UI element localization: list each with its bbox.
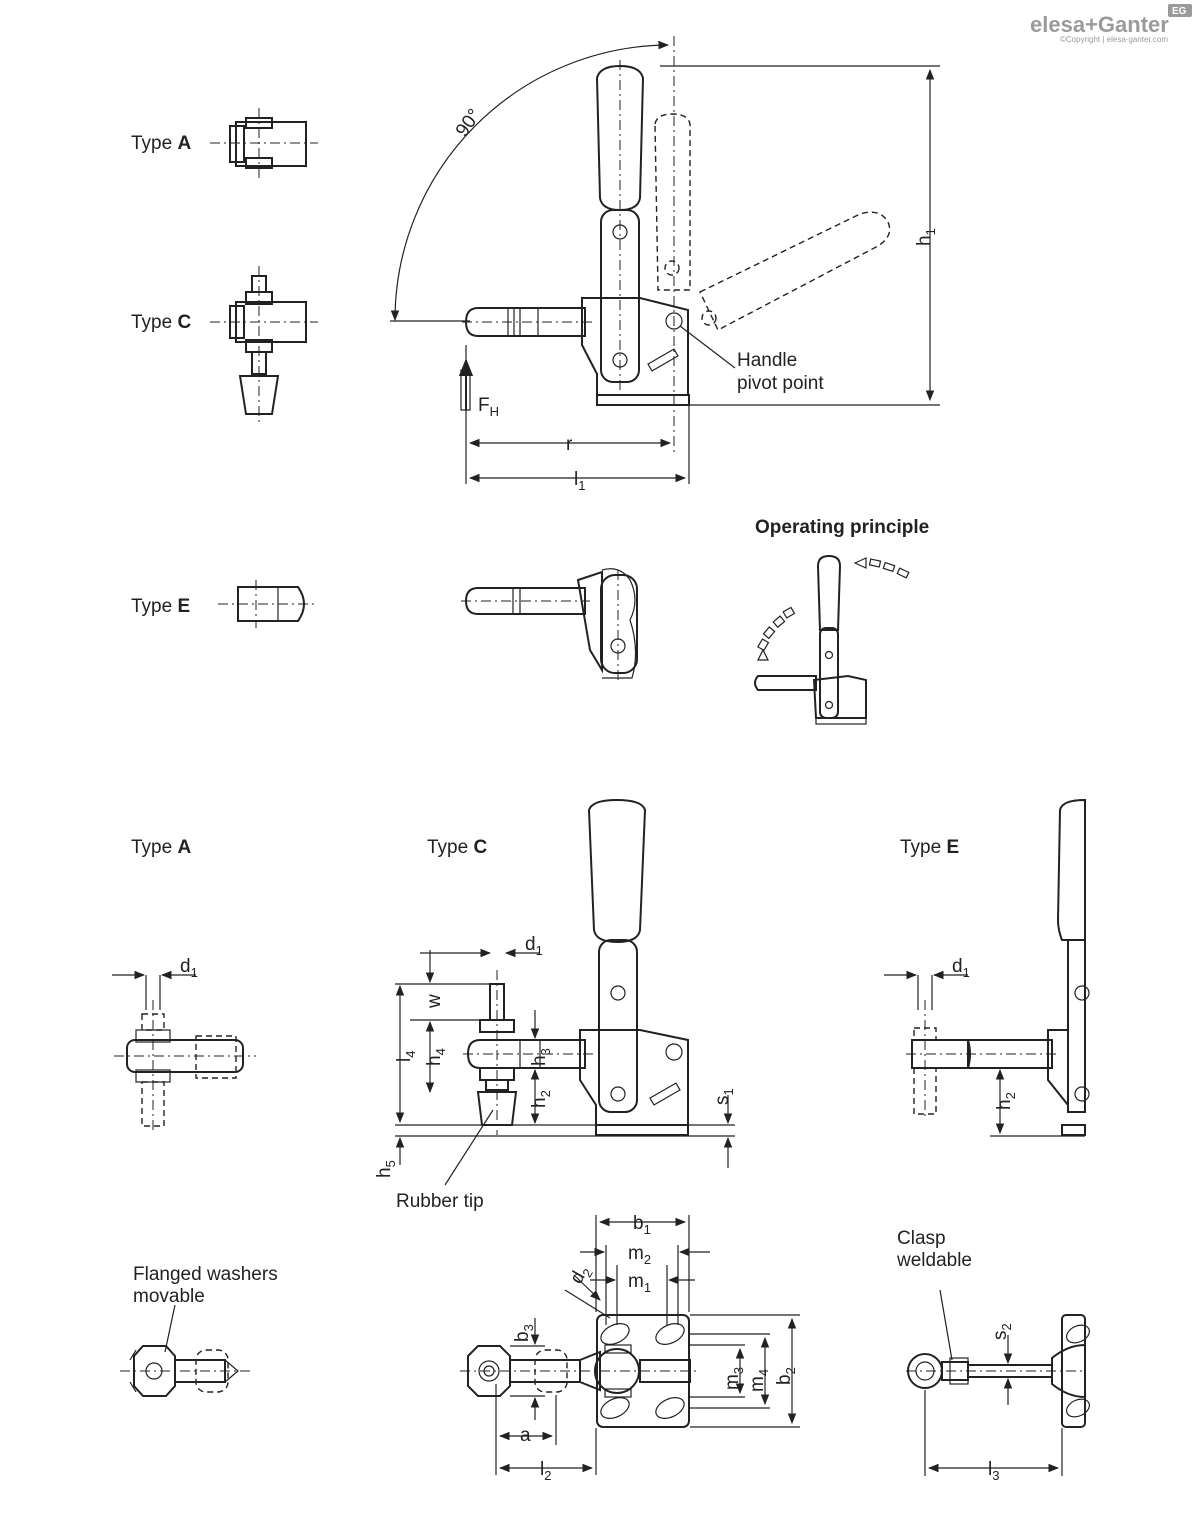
dim-r-label: r: [566, 434, 573, 455]
clasp-label-2: weldable: [896, 1250, 972, 1271]
dim-l4-label: l4: [394, 1051, 418, 1062]
handle-pivot-label-2: pivot point: [737, 373, 824, 394]
dim-m4-label: m4: [747, 1369, 771, 1392]
type-a-spindle-mid: [112, 970, 256, 1134]
type-c-top-view: [460, 1215, 800, 1475]
dim-h4-label: h4: [424, 1048, 448, 1066]
svg-text:EG: EG: [1172, 6, 1187, 17]
svg-text:elesa+Ganter: elesa+Ganter: [1030, 12, 1169, 37]
operating-principle-title: Operating principle: [755, 517, 929, 538]
dim-m2-label: m2: [628, 1243, 651, 1267]
handle-pivot-label-1: Handle: [737, 350, 797, 371]
dim-h2-c-label: h2: [529, 1090, 553, 1108]
dim-h3-label: h3: [529, 1048, 553, 1066]
dim-m1-label: m1: [628, 1271, 651, 1295]
dim-b3-label: b3: [512, 1324, 536, 1342]
dim-b1-label: b1: [633, 1213, 651, 1237]
dim-s1-label: s1: [712, 1088, 736, 1105]
dim-l1-label: l1: [574, 469, 585, 493]
dim-s2-label: s2: [990, 1323, 1014, 1340]
dim-h2-e-label: h2: [994, 1092, 1018, 1110]
type-c-spindle-top: [210, 266, 318, 424]
type-c-mid-label: Type C: [427, 837, 487, 858]
rubber-tip-label: Rubber tip: [396, 1191, 484, 1212]
dim-h5-label: h5: [374, 1160, 398, 1178]
dim-w-label: w: [424, 994, 445, 1009]
dim-d1-a-label: d1: [180, 956, 198, 980]
type-e-clamp-mid: [884, 798, 1090, 1137]
dim-d2-label: d2: [566, 1262, 596, 1289]
main-clamp-top: [390, 36, 940, 484]
type-e-mid-label: Type E: [900, 837, 959, 858]
clasp-label-1: Clasp: [897, 1228, 946, 1249]
type-e-top-view: [906, 1289, 1090, 1476]
dim-l2-label: l2: [540, 1459, 551, 1483]
dim-h1-label: h1: [914, 228, 938, 246]
force-fh-label: FH: [478, 395, 499, 419]
dim-m3-label: m3: [722, 1367, 746, 1390]
type-e-spindle-top: [218, 580, 318, 628]
type-a-top-label: Type A: [131, 133, 191, 154]
type-a-top-view: [120, 1304, 250, 1397]
flanged-washers-label-2: movable: [133, 1286, 205, 1307]
operating-principle-sketch: [754, 554, 910, 725]
type-e-top-label: Type E: [131, 596, 190, 617]
angle-label: 90°: [452, 105, 486, 141]
dim-a-label: a: [520, 1425, 531, 1446]
brand-logo: elesa+Ganter EG ©Copyright | elesa-gante…: [1030, 4, 1192, 44]
type-c-top-label: Type C: [131, 312, 191, 333]
flanged-washers-label-1: Flanged washers: [133, 1264, 278, 1285]
svg-text:©Copyright | elesa-ganter.com: ©Copyright | elesa-ganter.com: [1060, 35, 1168, 44]
type-a-mid-label: Type A: [131, 837, 191, 858]
type-c-clamp-mid: [395, 798, 735, 1186]
dim-b2-label: b2: [774, 1367, 798, 1385]
clamp-cutaway-detail: [461, 568, 638, 680]
dim-d1-c-label: d1: [525, 934, 543, 958]
dim-l3-label: l3: [988, 1459, 999, 1483]
dim-d1-e-label: d1: [952, 956, 970, 980]
type-a-spindle-top: [210, 108, 318, 178]
